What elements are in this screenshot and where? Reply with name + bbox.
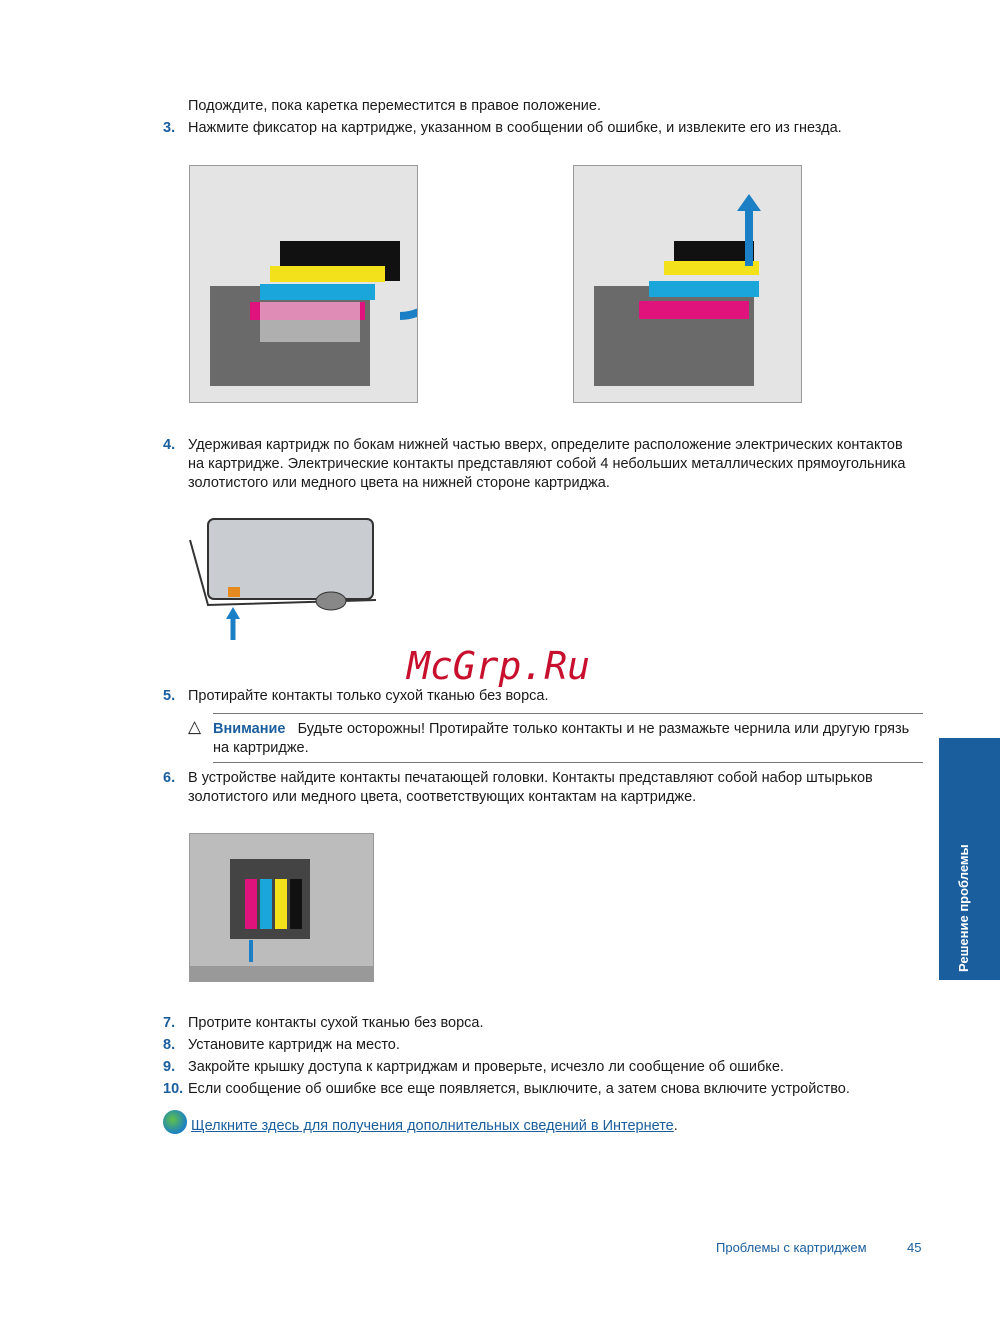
step-text: Нажмите фиксатор на картридже, указанном… [188,120,842,136]
globe-icon [163,1110,187,1134]
step-number: 10. [163,1081,184,1097]
printhead-image [190,859,373,981]
step-number: 5. [163,688,176,704]
online-info-link[interactable]: Щелкните здесь для получения дополнитель… [191,1118,674,1134]
illustration-printhead-contacts [189,833,374,982]
step-number: 3. [163,120,176,136]
cartridge-contacts-image [189,518,377,640]
caution-label: Внимание [213,721,286,737]
side-tab-label: Решение проблемы [956,844,971,972]
divider [213,762,923,763]
step-text: В устройстве найдите контакты печатающей… [188,770,873,805]
watermark: McGrp.Ru [407,644,591,688]
intro-text: Подождите, пока каретка переместится в п… [188,98,602,114]
step-number: 8. [163,1037,176,1053]
step-number: 7. [163,1015,176,1031]
illustration-cartridge-release [189,165,418,403]
page-number: 45 [907,1240,922,1255]
footer-section: Проблемы с картриджем [716,1240,867,1255]
step-text: Если сообщение об ошибке все еще появляе… [188,1081,850,1097]
step-number: 4. [163,437,176,453]
illustration-cartridge-removed [573,165,802,403]
warning-triangle-icon: △ [188,717,202,736]
caution-note: Внимание Будьте осторожны! Протирайте то… [213,720,918,758]
printer-carriage-image [210,241,417,386]
step-text: Закройте крышку доступа к картриджам и п… [188,1059,784,1075]
step-number: 6. [163,770,176,786]
divider [213,713,923,714]
step-text: Протрите контакты сухой тканью без ворса… [188,1015,484,1031]
step-text: Протирайте контакты только сухой тканью … [188,688,549,704]
side-tab: Решение проблемы [939,738,1000,980]
step-text: Удерживая картридж по бокам нижней часть… [188,437,906,491]
step-text: Установите картридж на место. [188,1037,400,1053]
printer-carriage-image [594,194,761,386]
link-suffix: . [673,1118,678,1134]
step-number: 9. [163,1059,176,1075]
caution-text: Будьте осторожны! Протирайте только конт… [213,721,910,756]
